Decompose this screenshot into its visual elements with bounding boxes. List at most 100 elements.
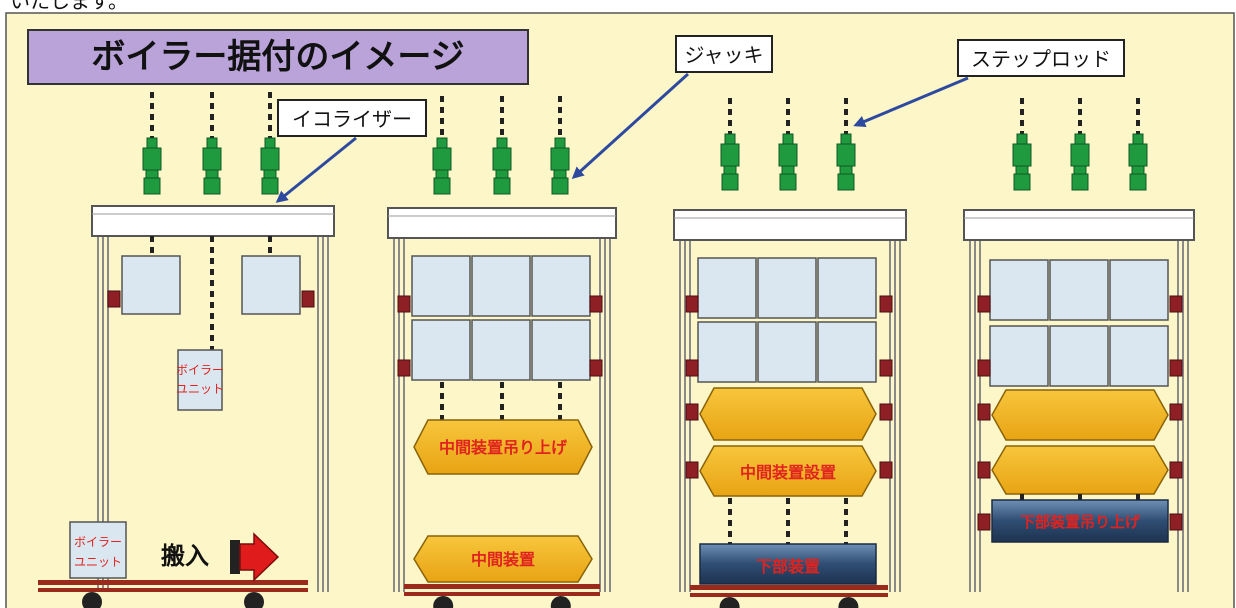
stage-3-panel — [697, 321, 757, 383]
stage-2-jack-cap — [496, 137, 508, 149]
stage-1-cart-rail-bottom — [38, 588, 308, 592]
stage-3-set-box — [699, 445, 877, 497]
stage-2-clamp — [397, 359, 411, 377]
stage-4-lift-block — [991, 499, 1169, 543]
stage-4-clamp — [977, 513, 991, 531]
stage-1-jack-body — [260, 147, 280, 171]
stage-1-jack-cap — [146, 137, 158, 149]
stage-4-jack-base — [1071, 173, 1089, 191]
stage-4-jack-cap — [1132, 133, 1144, 145]
stage-4-jack-base — [1013, 173, 1031, 191]
stage-3-clamp — [879, 461, 893, 479]
stage-3-jack-base — [837, 173, 855, 191]
stage-3-cart-wheel — [838, 597, 859, 608]
step-rod-callout: ステップロッド — [971, 47, 1111, 71]
stage-3-jack-body — [778, 143, 798, 167]
stage-4-clamp — [977, 461, 991, 479]
stage-4-lift-label: 下部装置吊り上げ — [1020, 513, 1141, 531]
stage-2-cart-label: 中間装置 — [471, 550, 535, 569]
stage-3-set-label: 中間装置設置 — [740, 463, 836, 482]
stage-4-frame-beam — [963, 209, 1195, 241]
stage-2-jack-base — [551, 177, 569, 195]
jack-callout: ジャッキ — [685, 43, 764, 67]
stage-2-clamp — [589, 295, 603, 313]
stage-2-cart-rail-bottom — [404, 592, 600, 596]
stage-4-jack-neck — [1131, 165, 1145, 175]
stage-2-cart-rail-top — [404, 584, 600, 589]
stage-4-clamp — [1169, 403, 1183, 421]
stage-4-lower-box — [991, 445, 1169, 495]
diagram-title: ボイラー据付のイメージ — [91, 37, 464, 77]
stage-2-clamp — [589, 359, 603, 377]
callouts: イコライザー ジャッキ ステップロッド — [275, 35, 1125, 203]
equalizer-callout: イコライザー — [292, 107, 412, 131]
stage-1-boiler-unit — [177, 349, 223, 411]
installation-stages: ボイラーユニットボイラーユニット搬入中間装置吊り上げ中間装置中間装置設置下部装置… — [38, 92, 1195, 608]
stage-1-jack-base — [143, 177, 161, 195]
stage-2-lift-box — [413, 419, 593, 475]
stage-3-clamp — [685, 461, 699, 479]
stage-1-jack-base — [261, 177, 279, 195]
stage-3-jack-body — [836, 143, 856, 167]
stage-3-cart-block — [699, 543, 877, 585]
stage-1-panel-right — [241, 255, 301, 315]
stage-2-cart-wheel — [550, 596, 571, 608]
stage-1-cart-unit — [69, 521, 127, 579]
stage-4-panel — [1109, 325, 1169, 387]
stage-3-panel — [697, 257, 757, 319]
stage-2-jack-body — [492, 147, 512, 171]
stage-2-jack-body — [432, 147, 452, 171]
stage-1-boiler-unit-label-1: ボイラー — [176, 363, 224, 377]
stage-2-jack-body — [550, 147, 570, 171]
stage-4-jack-body — [1012, 143, 1032, 167]
stage-2-jack-base — [493, 177, 511, 195]
stage-3-clamp — [685, 403, 699, 421]
stage-3-jack-neck — [723, 165, 737, 175]
stage-2-jack-neck — [435, 169, 449, 179]
stage-2-jack-neck — [553, 169, 567, 179]
stage-4-clamp — [1169, 461, 1183, 479]
stage-3-clamp — [879, 295, 893, 313]
stage-1-boiler-unit-label-2: ユニット — [176, 382, 224, 396]
stage-1-cart-unit-label-1: ボイラー — [74, 535, 122, 549]
stage-3-panel — [817, 257, 877, 319]
stage-1-jack-neck — [205, 169, 219, 179]
stage-3-clamp — [879, 403, 893, 421]
stage-2-panel — [531, 255, 591, 317]
stage-1-cart-wheel — [244, 592, 264, 608]
stage-4-panel — [1049, 259, 1109, 321]
equalizer-callout-box — [277, 99, 427, 137]
stage-1-clamp-left — [107, 290, 121, 308]
carry-in-arrow-tail — [230, 540, 240, 574]
stage-3-panel — [817, 321, 877, 383]
stage-4: 下部装置吊り上げ — [963, 98, 1195, 592]
stage-4-upper-box — [991, 389, 1169, 441]
jack-callout-box — [675, 35, 773, 73]
equalizer-arrow — [275, 136, 357, 203]
stage-4-panel — [1109, 259, 1169, 321]
stage-1-clamp-right — [301, 290, 315, 308]
stage-1-jack-neck — [145, 169, 159, 179]
title-box — [27, 29, 529, 85]
stage-2-jack-base — [433, 177, 451, 195]
stage-4-jack-neck — [1073, 165, 1087, 175]
stage-2-jack-cap — [436, 137, 448, 149]
stage-4-clamp — [977, 359, 991, 377]
stage-4-clamp — [1169, 295, 1183, 313]
stage-3-jack-cap — [840, 133, 852, 145]
stage-4-jack-body — [1070, 143, 1090, 167]
stage-1-jack-body — [202, 147, 222, 171]
stage-4-clamp — [1169, 359, 1183, 377]
stage-3-jack-cap — [724, 133, 736, 145]
stage-1-cart-rail-top — [38, 580, 308, 585]
jack-arrow — [571, 72, 690, 180]
stage-4-jack-neck — [1015, 165, 1029, 175]
stage-2-lift-label: 中間装置吊り上げ — [439, 438, 568, 457]
stage-1-jack-base — [203, 177, 221, 195]
stage-3-jack-neck — [781, 165, 795, 175]
top-text: いたします。 — [10, 0, 128, 13]
stage-1-cart-wheel — [82, 592, 102, 608]
stage-1: ボイラーユニットボイラーユニット搬入 — [38, 92, 335, 608]
